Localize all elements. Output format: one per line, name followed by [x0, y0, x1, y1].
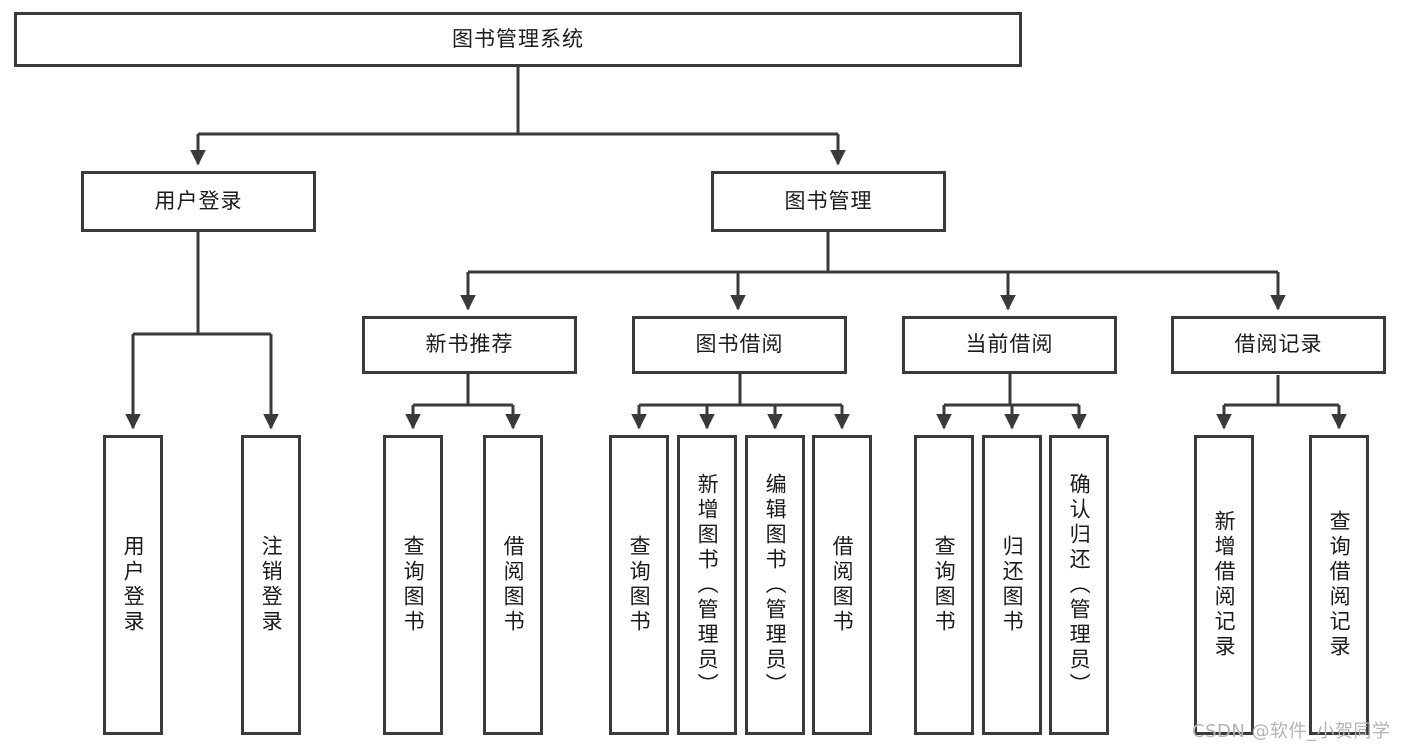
node-user-login-label: 用户登录: [154, 188, 243, 213]
edge-user-login-to-leaves: [125, 232, 279, 430]
node-root-label: 图书管理系统: [452, 26, 584, 51]
node-leaf-confirm-return-admin[interactable]: 确认归还（管理员）: [1049, 435, 1109, 735]
node-leaf-query-book-borrow[interactable]: 查询图书: [609, 435, 669, 735]
node-leaf-user-login[interactable]: 用户登录: [103, 435, 163, 735]
node-leaf-return-book-label: 归还图书: [1000, 535, 1025, 635]
node-leaf-borrow-book[interactable]: 借阅图书: [812, 435, 872, 735]
node-leaf-query-borrow-record[interactable]: 查询借阅记录: [1309, 435, 1369, 735]
node-leaf-borrow-book-rec-label: 借阅图书: [501, 535, 526, 635]
node-book-manage[interactable]: 图书管理: [711, 171, 946, 232]
node-leaf-edit-book-admin-label: 编辑图书（管理员）: [763, 472, 788, 698]
edge-book-borrow-to-leaves: [631, 374, 850, 430]
node-root[interactable]: 图书管理系统: [14, 12, 1022, 67]
node-book-borrow[interactable]: 图书借阅: [632, 316, 847, 374]
node-leaf-return-book[interactable]: 归还图书: [982, 435, 1042, 735]
node-leaf-query-book-borrow-label: 查询图书: [627, 535, 652, 635]
node-borrow-record[interactable]: 借阅记录: [1171, 316, 1386, 374]
node-current-borrow-label: 当前借阅: [965, 332, 1054, 357]
node-leaf-logout-label: 注销登录: [259, 535, 284, 635]
node-leaf-edit-book-admin[interactable]: 编辑图书（管理员）: [745, 435, 805, 735]
node-new-book-rec[interactable]: 新书推荐: [362, 316, 577, 374]
node-leaf-query-book-rec-label: 查询图书: [401, 535, 426, 635]
node-leaf-borrow-book-rec[interactable]: 借阅图书: [483, 435, 543, 735]
edge-new-book-rec-to-leaves: [405, 374, 521, 430]
node-book-borrow-label: 图书借阅: [695, 332, 784, 357]
node-new-book-rec-label: 新书推荐: [425, 332, 514, 357]
edge-current-borrow-to-leaves: [936, 374, 1087, 430]
node-leaf-borrow-book-label: 借阅图书: [830, 535, 855, 635]
edge-borrow-record-to-leaves: [1216, 375, 1347, 430]
node-leaf-query-book-current-label: 查询图书: [932, 535, 957, 635]
node-borrow-record-label: 借阅记录: [1234, 332, 1323, 357]
node-leaf-add-borrow-record-label: 新增借阅记录: [1212, 510, 1237, 660]
edge-book-manage-to-branches: [460, 232, 1286, 311]
node-leaf-query-book-rec[interactable]: 查询图书: [383, 435, 443, 735]
node-leaf-logout[interactable]: 注销登录: [241, 435, 301, 735]
node-book-manage-label: 图书管理: [784, 188, 873, 213]
node-leaf-add-borrow-record[interactable]: 新增借阅记录: [1194, 435, 1254, 735]
node-current-borrow[interactable]: 当前借阅: [902, 316, 1117, 374]
node-leaf-confirm-return-admin-label: 确认归还（管理员）: [1067, 472, 1092, 698]
node-leaf-query-borrow-record-label: 查询借阅记录: [1327, 510, 1352, 660]
node-leaf-query-book-current[interactable]: 查询图书: [914, 435, 974, 735]
node-user-login[interactable]: 用户登录: [81, 171, 316, 232]
node-leaf-user-login-label: 用户登录: [121, 535, 146, 635]
node-leaf-add-book-admin[interactable]: 新增图书（管理员）: [677, 435, 737, 735]
node-leaf-add-book-admin-label: 新增图书（管理员）: [695, 472, 720, 698]
edge-root-to-level2: [190, 67, 846, 166]
